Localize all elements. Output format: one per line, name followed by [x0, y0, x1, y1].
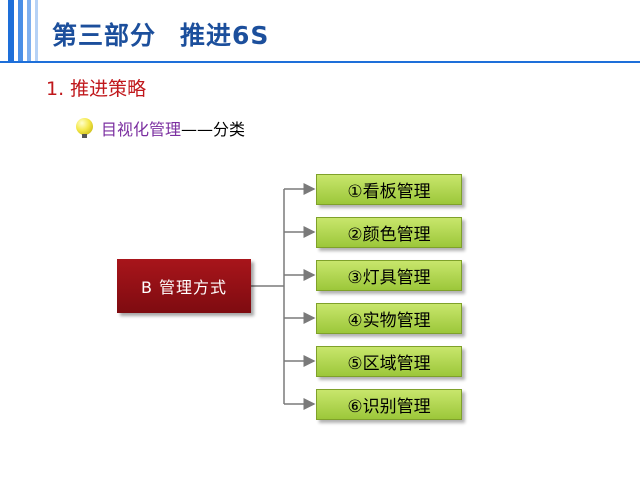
header-divider [0, 61, 640, 63]
header-stripes [0, 0, 46, 62]
bullet-dash: —— [181, 120, 214, 139]
header-stripe [35, 0, 38, 62]
leaf-node-1: ①看板管理 [316, 174, 462, 205]
section-heading: 1. 推进策略 [46, 78, 147, 100]
leaf-node-4: ④实物管理 [316, 303, 462, 334]
bullet-sub: 分类 [213, 120, 246, 139]
header-stripe [27, 0, 31, 62]
leaf-node-3: ③灯具管理 [316, 260, 462, 291]
bullet-main: 目视化管理 [101, 120, 182, 139]
lightbulb-base [82, 134, 87, 138]
slide-header: 第三部分推进6S [0, 0, 640, 63]
header-stripe [8, 0, 14, 62]
leaf-node-2: ②颜色管理 [316, 217, 462, 248]
bullet-text: 目视化管理——分类 [101, 116, 245, 140]
part-label: 第三部分 [52, 21, 157, 50]
slide-title: 第三部分推进6S [52, 16, 293, 52]
title-text: 推进6S [180, 21, 270, 50]
lightbulb-icon [76, 118, 93, 135]
leaf-node-6: ⑥识别管理 [316, 389, 462, 420]
root-node: B 管理方式 [117, 259, 251, 313]
header-stripe [18, 0, 23, 62]
leaf-node-5: ⑤区域管理 [316, 346, 462, 377]
